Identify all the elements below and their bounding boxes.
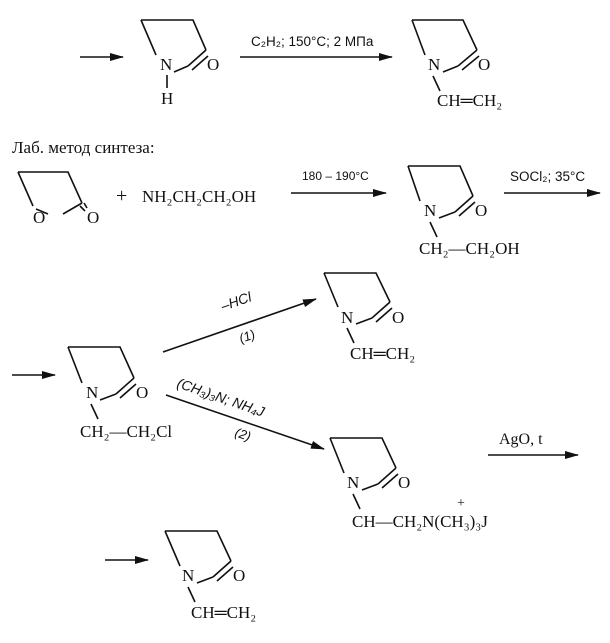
vinylpyrrolidone-route-2: N O CH═CH₂ — [164, 530, 256, 622]
reaction-arrow-route-2 — [165, 394, 325, 450]
route-1-label: (1) — [237, 326, 257, 345]
trimethylammonium-group: CH—CH₂N(CH₃)₃J — [352, 512, 488, 531]
oxygen-label: O — [392, 308, 404, 327]
pyrrolidone-molecule: N O H — [140, 19, 219, 108]
butyrolactone-molecule: O O — [17, 171, 99, 227]
vinyl-group: CH═CH₂ — [350, 344, 415, 363]
chlorination-condition: SOCl₂; 35°C — [510, 169, 585, 184]
hydroxyethyl-group: CH₂—CH₂OH — [419, 239, 520, 258]
vinylpyrrolidone-product: N O CH═CH₂ — [411, 19, 502, 110]
vinyl-group: CH═CH₂ — [437, 91, 502, 110]
ring-oxygen-label: O — [33, 208, 45, 227]
route-1-reagent: –HCl — [218, 288, 254, 314]
oxygen-label: O — [398, 473, 410, 492]
route-2-label: (2) — [233, 425, 253, 444]
vinyl-group: CH═CH₂ — [191, 603, 256, 622]
oxygen-label: O — [136, 383, 148, 402]
positive-charge: + — [457, 496, 465, 511]
industrial-condition: C₂H₂; 150°C; 2 МПа — [251, 34, 374, 49]
oxygen-label: O — [475, 201, 487, 220]
ethanolamine-reagent: NH₂CH₂CH₂OH — [142, 187, 256, 206]
hydrogen-label: H — [161, 89, 173, 108]
amination-temperature: 180 – 190°C — [302, 169, 369, 183]
plus-sign: + — [116, 185, 127, 207]
oxygen-label: O — [478, 55, 490, 74]
ammonium-salt: N O CH—CH₂N(CH₃)₃J + — [329, 437, 488, 531]
lab-method-heading: Лаб. метод синтеза: — [12, 138, 155, 157]
chloroethyl-pyrrolidone: N O CH₂—CH₂Cl — [67, 346, 172, 441]
nitrogen-label: N — [86, 383, 98, 402]
hydroxyethyl-pyrrolidone: N O CH₂—CH₂OH — [407, 165, 520, 258]
vinylpyrrolidone-route-1: N O CH═CH₂ — [323, 272, 415, 363]
nitrogen-label: N — [341, 308, 353, 327]
oxygen-label: O — [233, 566, 245, 585]
nitrogen-label: N — [424, 201, 436, 220]
nitrogen-label: N — [428, 55, 440, 74]
nitrogen-label: N — [160, 55, 172, 74]
carbonyl-oxygen-label: O — [87, 208, 99, 227]
nitrogen-label: N — [347, 473, 359, 492]
chloroethyl-group: CH₂—CH₂Cl — [80, 422, 172, 441]
elimination-condition: AgO, t — [499, 431, 543, 448]
reaction-arrow-route-1 — [162, 298, 317, 353]
nitrogen-label: N — [182, 566, 194, 585]
oxygen-label: O — [207, 55, 219, 74]
